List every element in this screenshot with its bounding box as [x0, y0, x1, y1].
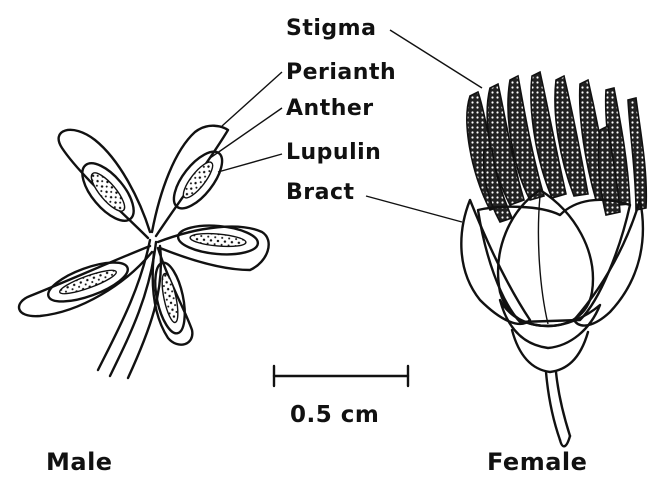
label-anther: Anther: [286, 98, 374, 120]
label-perianth: Perianth: [286, 62, 396, 84]
scale-bar-label: 0.5 cm: [290, 404, 379, 427]
caption-male: Male: [46, 450, 113, 474]
label-lupulin: Lupulin: [286, 142, 381, 164]
bract-left: [461, 200, 530, 324]
scale-bar: [274, 366, 408, 386]
bract-right: [574, 200, 643, 326]
female-flower: [461, 72, 646, 446]
stigma-cluster: [467, 72, 646, 222]
label-bract: Bract: [286, 182, 355, 204]
male-flower: [19, 126, 269, 378]
caption-female: Female: [487, 450, 587, 474]
label-stigma: Stigma: [286, 18, 376, 40]
